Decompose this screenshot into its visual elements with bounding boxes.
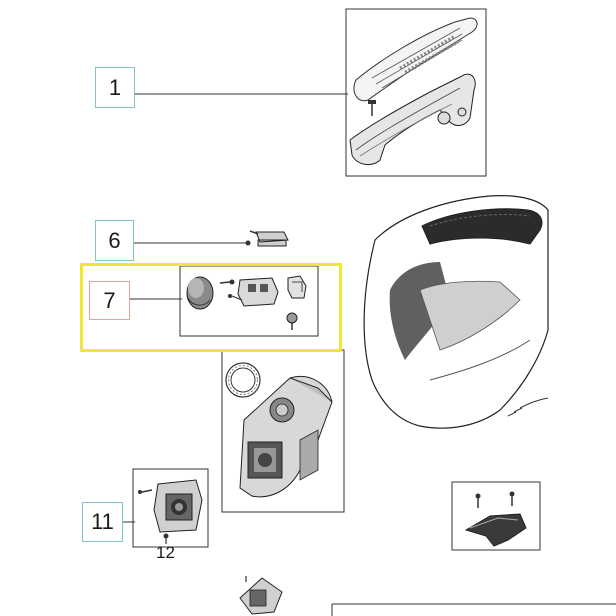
callout-6[interactable]: 6 — [95, 220, 134, 261]
part-11-socket-group[interactable] — [122, 468, 209, 548]
bracket-screw-left-icon — [475, 493, 481, 508]
callout-1[interactable]: 1 — [95, 67, 135, 108]
socket-plate-part — [153, 479, 203, 533]
gasket-ring-part — [225, 362, 261, 398]
switch-screw-icon — [219, 279, 235, 285]
switch-body-part — [228, 277, 279, 307]
part-1-handle-group[interactable] — [345, 8, 487, 177]
part-6-connector-group[interactable] — [134, 230, 289, 247]
socket-lower-screw-icon — [163, 533, 169, 544]
bracket-screw-right-icon — [509, 491, 515, 506]
side-bracket-part — [464, 513, 527, 547]
front-panel-housing-group[interactable] — [221, 349, 345, 513]
callout-7[interactable]: 7 — [89, 281, 130, 320]
part-7-switch-group[interactable] — [130, 265, 319, 337]
connector-part — [255, 231, 289, 247]
callout-12[interactable]: 12 — [156, 543, 175, 562]
callout-11[interactable]: 11 — [82, 502, 123, 542]
side-bracket-group[interactable] — [451, 481, 541, 551]
switch-lower-screw-icon — [286, 312, 298, 330]
main-housing-part — [363, 195, 549, 429]
socket-screw-icon — [138, 489, 153, 494]
switch-bracket-part — [287, 275, 307, 299]
knob-part — [186, 276, 214, 310]
bottom-plate-part — [239, 576, 283, 615]
handle-screw-icon — [368, 100, 376, 116]
selected-part-highlight — [80, 263, 342, 352]
